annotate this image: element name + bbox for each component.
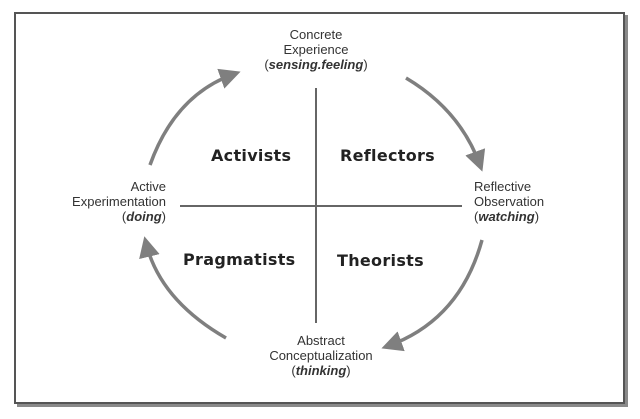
arrow-bottom-right xyxy=(381,239,484,352)
stage-bottom-mode: (thinking) xyxy=(291,363,351,378)
arrow-bottom-left xyxy=(139,236,227,340)
stage-bottom-mode-text: thinking xyxy=(295,363,347,378)
diagram-frame xyxy=(14,12,625,404)
stage-concrete-experience: Concrete Experience (sensing.feeling) xyxy=(236,27,396,72)
stage-top-line1: Concrete xyxy=(289,27,343,42)
stage-active-experimentation: Active Experimentation (doing) xyxy=(40,179,166,224)
arrow-top-right xyxy=(405,76,486,172)
stage-bottom-line2: Conceptualization xyxy=(269,348,373,363)
stage-top-line2: Experience xyxy=(283,42,349,57)
stage-reflective-observation: Reflective Observation (watching) xyxy=(474,179,594,224)
stage-right-line1: Reflective xyxy=(474,179,532,194)
stage-left-mode-text: doing xyxy=(126,209,162,224)
arrow-top-left xyxy=(148,68,241,166)
stage-bottom-line1: Abstract xyxy=(297,333,345,348)
stage-right-line2: Observation xyxy=(474,194,545,209)
quadrant-activists: Activists xyxy=(211,146,292,165)
stage-abstract-conceptualization: Abstract Conceptualization (thinking) xyxy=(236,333,406,378)
quadrant-pragmatists: Pragmatists xyxy=(183,250,296,269)
stage-left-line1: Active xyxy=(130,179,166,194)
stage-top-mode-text: sensing.feeling xyxy=(268,57,364,72)
quadrant-theorists: Theorists xyxy=(337,251,424,270)
stage-left-line2: Experimentation xyxy=(72,194,166,209)
stage-right-mode: (watching) xyxy=(474,209,540,224)
stage-top-mode: (sensing.feeling) xyxy=(264,57,368,72)
quadrant-reflectors: Reflectors xyxy=(340,146,436,165)
stage-right-mode-text: watching xyxy=(478,209,535,224)
stage-left-mode: (doing) xyxy=(121,209,166,224)
